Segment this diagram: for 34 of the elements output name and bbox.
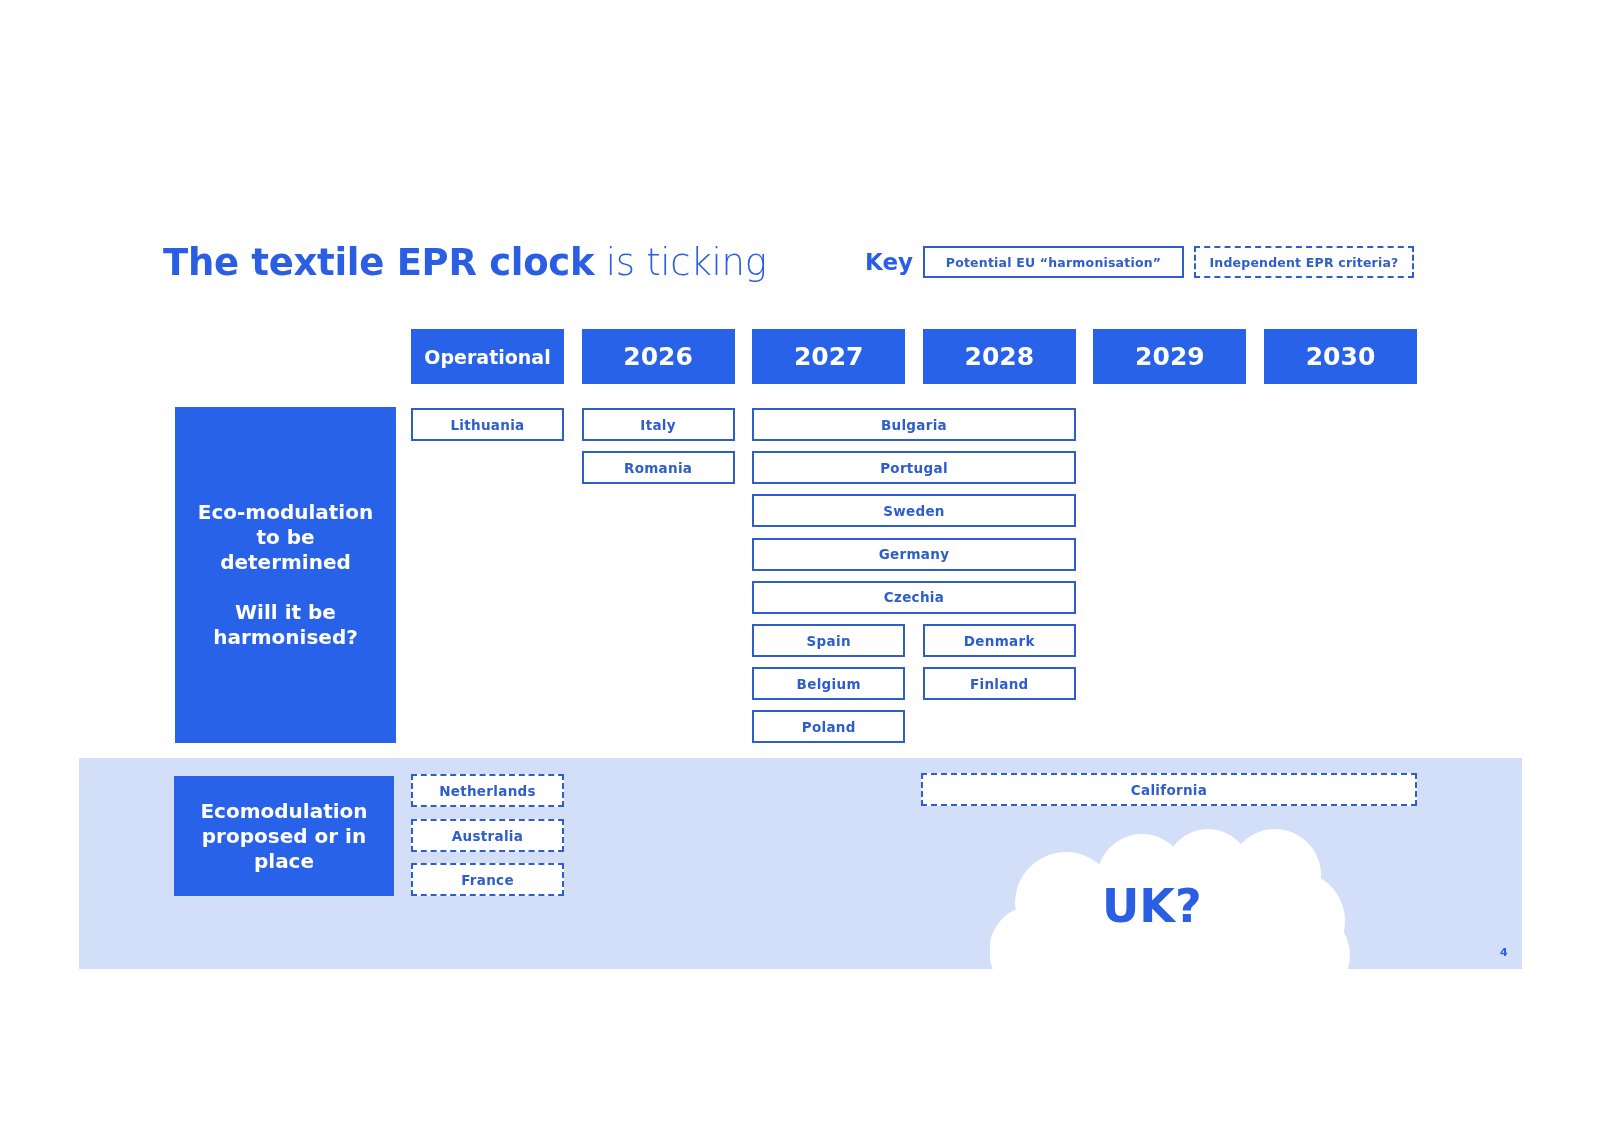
- country-box: Romania: [581, 451, 735, 485]
- page-number: 4: [1500, 946, 1508, 960]
- slide-title: The textile EPR clock is ticking: [163, 240, 767, 286]
- country-box: Denmark: [922, 624, 1076, 657]
- column-header: 2027: [752, 329, 906, 384]
- legend-entry: Potential EU “harmonisation”: [923, 246, 1184, 278]
- country-box: Lithuania: [411, 408, 564, 441]
- country-box: Finland: [922, 667, 1076, 701]
- column-header: 2028: [922, 329, 1076, 384]
- column-header: 2029: [1093, 329, 1247, 384]
- country-box: Bulgaria: [752, 408, 1076, 441]
- column-header: Operational: [411, 329, 564, 384]
- country-box: Australia: [411, 819, 564, 852]
- column-header: 2026: [581, 329, 735, 384]
- country-box: Netherlands: [411, 774, 564, 807]
- country-box: Spain: [752, 624, 906, 657]
- country-box: Belgium: [752, 667, 906, 701]
- country-box: Poland: [752, 710, 906, 744]
- key-label: Key: [865, 248, 913, 277]
- country-box: France: [411, 863, 564, 896]
- country-box: Sweden: [752, 494, 1076, 528]
- category-heading: Eco-modulation to be determined: [196, 500, 375, 575]
- category-panel: [175, 407, 396, 743]
- country-box: California: [921, 773, 1417, 806]
- legend-entry: Independent EPR criteria?: [1194, 246, 1414, 278]
- category-heading: Ecomodulation proposed or in place: [199, 798, 369, 874]
- country-box: Italy: [581, 408, 735, 441]
- category-panel: [174, 776, 394, 896]
- category-question: Will it be harmonised?: [212, 600, 359, 650]
- column-header: 2030: [1264, 329, 1417, 384]
- country-box: Portugal: [752, 451, 1076, 485]
- country-box: Germany: [752, 537, 1076, 571]
- cloud-label: UK?: [1102, 878, 1202, 934]
- country-box: Czechia: [752, 580, 1076, 614]
